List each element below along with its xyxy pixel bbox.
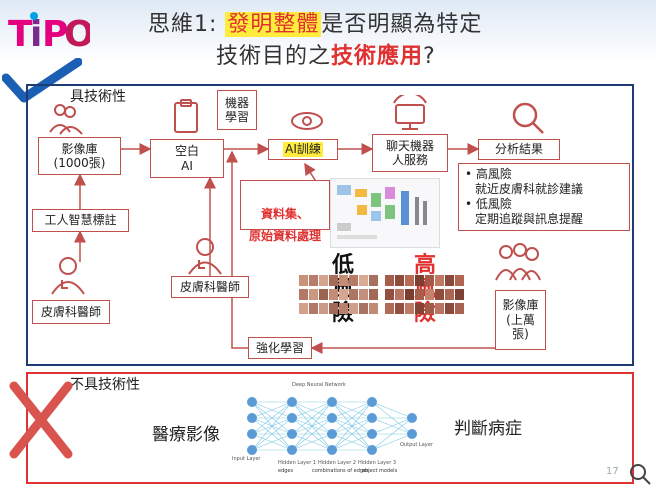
medical-image-label: 醫療影像 <box>152 425 220 445</box>
title2-suffix: ? <box>423 44 436 69</box>
ai-training-label: AI訓練 <box>283 142 323 157</box>
crowd-icon <box>494 240 542 288</box>
machine-learning-box: 機器 學習 <box>217 90 257 130</box>
machine-learning-label: 機器 學習 <box>224 95 249 124</box>
ai-training-box: AI訓練 <box>268 139 338 160</box>
title-prefix: 思維1: <box>148 12 226 37</box>
doctor-icon <box>48 254 88 300</box>
nn-caption-3: object models <box>362 468 398 474</box>
image-db-large-box: 影像庫 (上萬 張) <box>495 290 546 350</box>
nontechnical-panel <box>26 372 634 484</box>
title2-highlight: 技術應用 <box>331 44 424 69</box>
ai-labeling-box: 工人智慧標註 <box>32 209 129 232</box>
cross-icon <box>8 380 74 464</box>
skin-images-high <box>384 274 468 316</box>
eye-icon <box>290 108 324 138</box>
slide-header <box>0 0 656 62</box>
clipboard-icon <box>172 98 200 138</box>
result-high-detail: 就近皮膚科就診建議 <box>475 182 584 196</box>
people-icon <box>48 100 84 140</box>
image-db-large-label: 影像庫 (上萬 張) <box>502 298 539 342</box>
diagnosis-label: 判斷病症 <box>454 419 522 439</box>
title2-prefix: 技術目的之 <box>216 44 332 69</box>
reinforcement-box: 強化學習 <box>248 337 312 359</box>
analysis-label: 分析結果 <box>494 142 543 157</box>
image-db-box: 影像庫 (1000張) <box>38 137 121 175</box>
svg-text:T: T <box>8 14 33 54</box>
dermatologist-label: 皮膚科醫師 <box>40 304 101 319</box>
result-high: • 高風險 <box>465 167 512 181</box>
result-low-title: 低風險 <box>475 197 512 211</box>
dermatologist-box-2: 皮膚科醫師 <box>171 276 249 298</box>
dermatologist-label-2: 皮膚科醫師 <box>179 279 240 294</box>
result-low: • 低風險 <box>465 197 512 211</box>
results-box: • 高風險 就近皮膚科就診建議 • 低風險 定期追蹤與訊息提醒 <box>458 163 630 231</box>
skin-images-low <box>298 274 382 316</box>
blank-ai-label: 空白 AI <box>174 144 199 173</box>
nn-output-layer: Output Layer <box>400 442 433 448</box>
title-suffix: 是否明顯為特定 <box>321 12 483 37</box>
analysis-box: 分析結果 <box>478 139 560 160</box>
svg-text:P: P <box>42 14 68 54</box>
tipo-logo: T i P O <box>6 8 95 55</box>
neural-network-diagram: Deep Neural Network Input Layer Output L… <box>222 380 452 478</box>
check-icon <box>1 57 83 108</box>
nn-caption-1: edges <box>278 468 294 474</box>
nn-caption-2: combinations of edges <box>312 468 369 474</box>
page-number: 17 <box>606 466 619 477</box>
technical-panel <box>26 84 634 366</box>
slide-title-line1: 思維1: 發明整體是否明顯為特定 <box>148 6 482 38</box>
dataset-diagram <box>330 178 440 248</box>
reinforcement-label: 強化學習 <box>255 340 304 355</box>
nn-hidden-2: Hidden Layer 2 <box>318 460 357 466</box>
chatbot-box: 聊天機器 人服務 <box>372 134 448 172</box>
magnifier-icon <box>510 100 546 140</box>
image-db-label: 影像庫 (1000張) <box>53 141 106 170</box>
svg-text:O: O <box>64 14 90 54</box>
zoom-icon[interactable] <box>628 462 652 490</box>
blank-ai-box: 空白 AI <box>150 139 224 178</box>
nn-hidden-1: Hidden Layer 1 <box>278 460 317 466</box>
doctor-icon-2 <box>186 236 224 280</box>
result-low-detail: 定期追蹤與訊息提醒 <box>475 212 584 226</box>
result-high-title: 高風險 <box>475 167 512 181</box>
computer-icon <box>390 92 430 137</box>
title-highlight: 發明整體 <box>225 12 322 37</box>
technical-label: 具技術性 <box>70 89 126 105</box>
dataset-label: 資料集、 原始資料處理 <box>248 207 321 243</box>
nn-title: Deep Neural Network <box>292 382 346 388</box>
nontechnical-label: 不具技術性 <box>70 377 140 393</box>
chatbot-label: 聊天機器 人服務 <box>385 138 434 167</box>
dermatologist-box: 皮膚科醫師 <box>32 300 110 324</box>
dataset-box: 資料集、 原始資料處理 <box>240 180 330 243</box>
svg-text:i: i <box>30 14 42 54</box>
nn-hidden-3: Hidden Layer 3 <box>358 460 397 466</box>
ai-labeling-label: 工人智慧標註 <box>44 213 117 228</box>
slide-title-line2: 技術目的之技術應用? <box>216 38 436 70</box>
nn-input-layer: Input Layer <box>232 456 261 462</box>
